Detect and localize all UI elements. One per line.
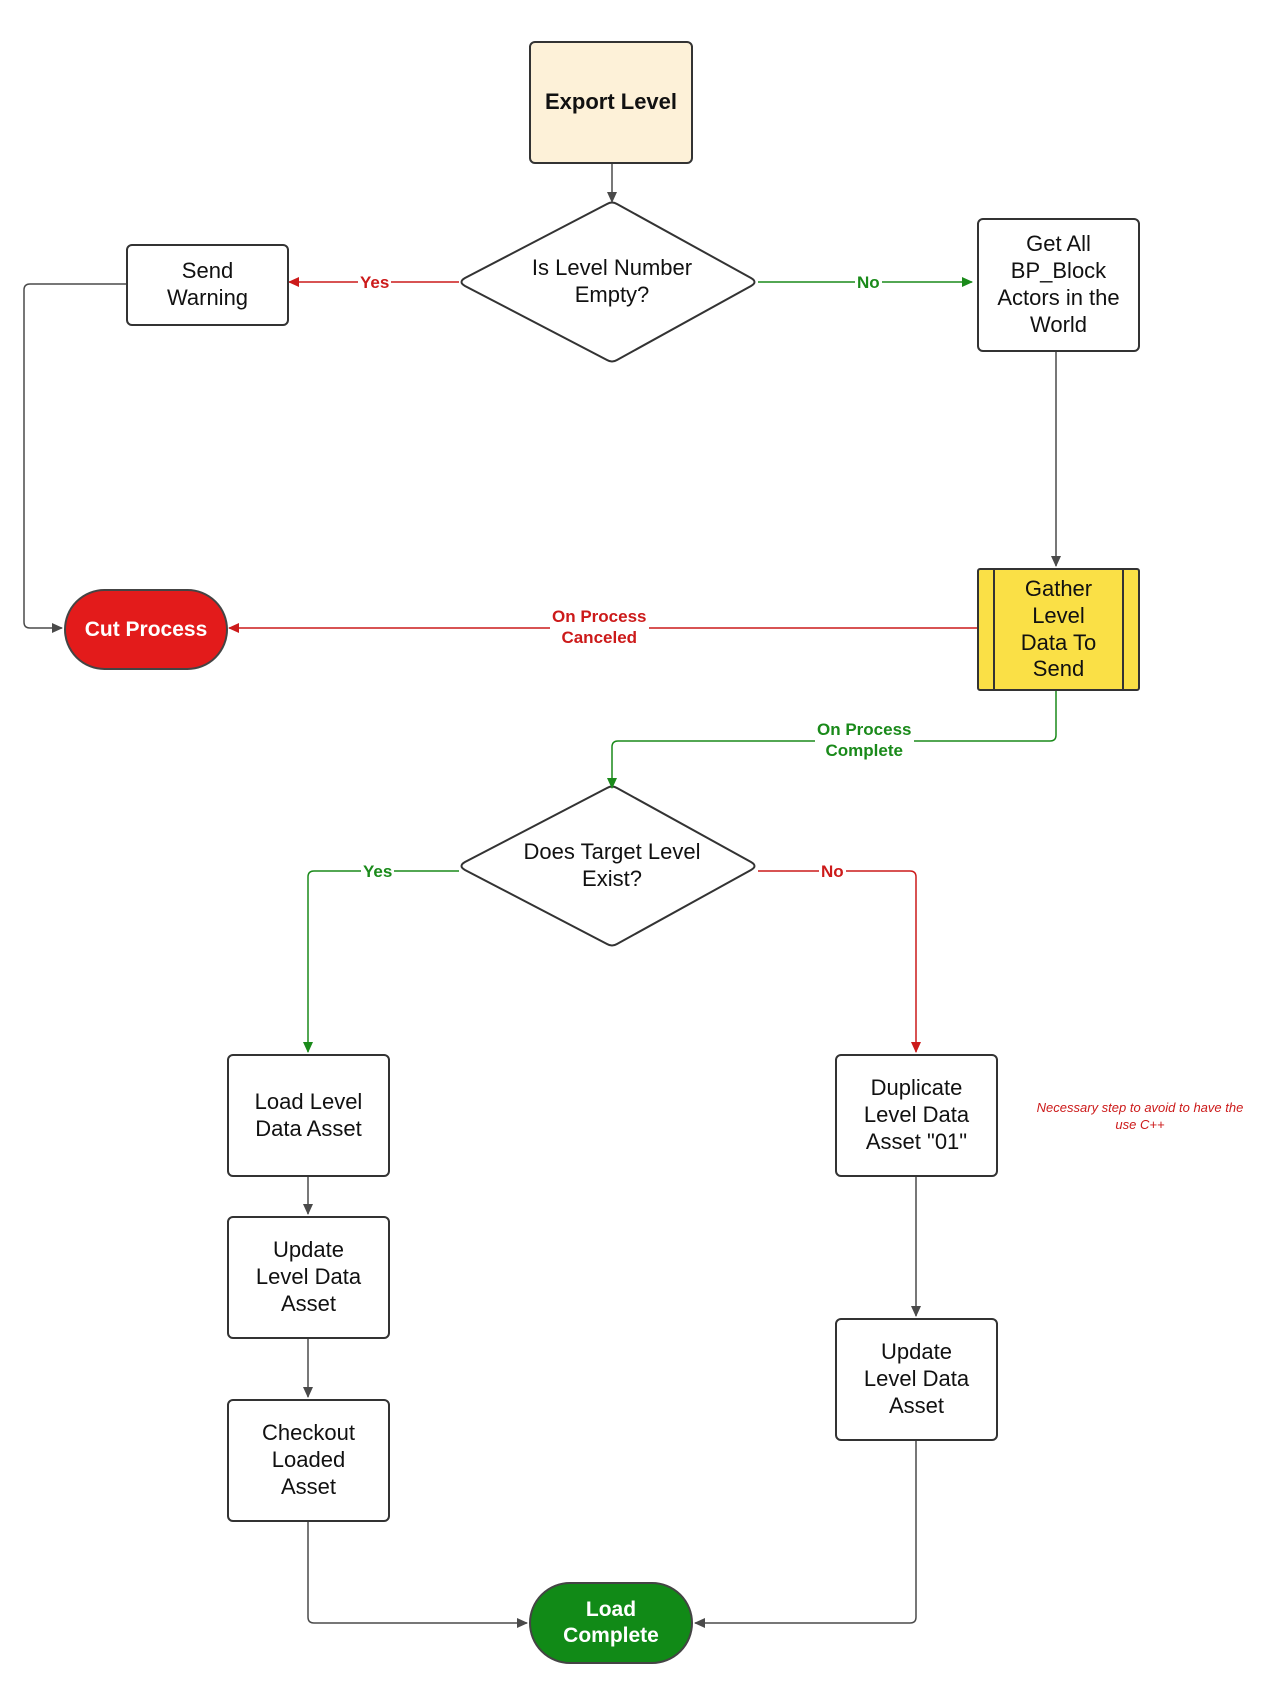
export-level-node: Export Level [529, 41, 693, 164]
update-level-data-asset-right-node: Update Level Data Asset [835, 1318, 998, 1441]
update-level-data-asset-left-node: Update Level Data Asset [227, 1216, 390, 1339]
send-warning-node: Send Warning [126, 244, 289, 326]
edge-label-on-process-canceled: On Process Canceled [550, 607, 649, 649]
update-level-data-asset-right-label: Update Level Data Asset [863, 1339, 970, 1418]
send-warning-label: Send Warning [166, 258, 249, 310]
is-level-number-empty-label: Is Level Number Empty? [531, 255, 693, 307]
does-target-level-exist-label-box: Does Target Level Exist? [480, 816, 744, 916]
cpp-note: Necessary step to avoid to have the use … [1036, 1100, 1244, 1132]
edge-exist-yes-to-load [303, 870, 459, 1053]
subprocess-right-bar [1122, 570, 1124, 689]
subprocess-left-bar [993, 570, 995, 689]
does-target-level-exist-label: Does Target Level Exist? [523, 839, 701, 891]
get-all-actors-label: Get All BP_Block Actors in the World [997, 231, 1120, 337]
checkout-loaded-asset-label: Checkout Loaded Asset [262, 1420, 355, 1499]
load-complete-label: Load Complete [563, 1598, 659, 1647]
load-level-data-asset-node: Load Level Data Asset [227, 1054, 390, 1177]
edge-label-empty-yes: Yes [358, 273, 392, 294]
load-complete-node: Load Complete [529, 1582, 693, 1664]
is-level-number-empty-label-box: Is Level Number Empty? [480, 232, 744, 332]
update-level-data-asset-left-label: Update Level Data Asset [255, 1237, 362, 1316]
load-level-data-asset-label: Load Level Data Asset [254, 1088, 363, 1141]
gather-level-data-node: Gather Level Data To Send [977, 568, 1140, 691]
checkout-loaded-asset-node: Checkout Loaded Asset [227, 1399, 390, 1522]
edge-label-exists-yes: Yes [361, 862, 395, 883]
edge-label-on-process-complete: On Process Complete [815, 720, 914, 762]
duplicate-level-data-asset-label: Duplicate Level Data Asset "01" [863, 1075, 970, 1154]
edge-update-right-to-complete [694, 1441, 917, 1628]
is-level-number-empty-diamond [460, 201, 756, 363]
edge-warning-to-cut [23, 283, 126, 633]
edge-label-empty-no: No [855, 273, 882, 294]
edge-label-exists-no: No [819, 862, 846, 883]
cut-process-label: Cut Process [84, 617, 208, 641]
get-all-actors-node: Get All BP_Block Actors in the World [977, 218, 1140, 352]
gather-level-data-label: Gather Level Data To Send [1020, 575, 1097, 682]
duplicate-level-data-asset-node: Duplicate Level Data Asset "01" [835, 1054, 998, 1177]
edge-exist-no-to-duplicate [758, 870, 921, 1053]
export-level-label: Export Level [544, 89, 678, 115]
edge-checkout-to-complete [307, 1522, 528, 1628]
cut-process-node: Cut Process [64, 589, 228, 670]
